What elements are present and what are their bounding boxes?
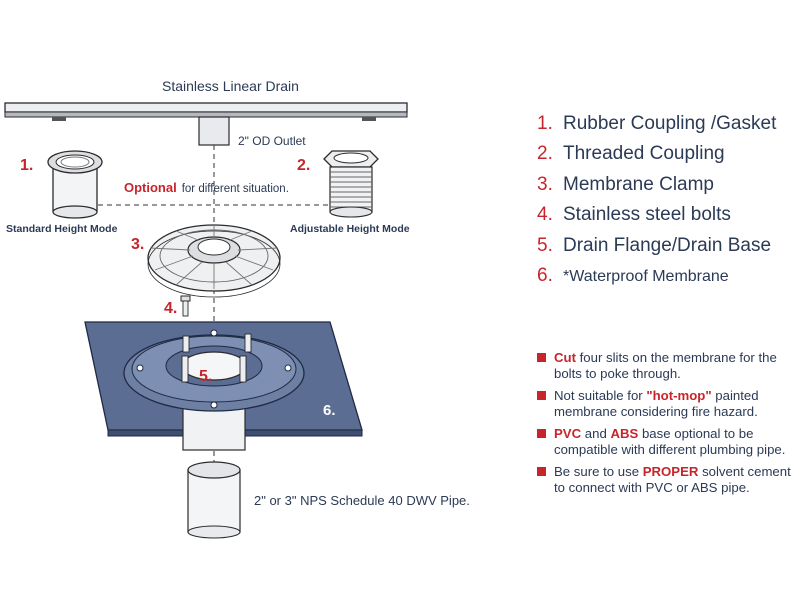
threaded-coupling (323, 150, 379, 218)
note-pvc-abs: PVC and ABS base optional to be compatib… (537, 426, 799, 458)
pipe-label: 2" or 3" NPS Schedule 40 DWV Pipe. (254, 493, 470, 508)
stainless-bolt (180, 295, 191, 317)
legend-item-3: 3.Membrane Clamp (537, 173, 714, 195)
callout-6: 6. (323, 402, 336, 419)
callout-5: 5. (199, 368, 212, 385)
outlet-label: 2" OD Outlet (238, 134, 306, 148)
standard-mode-label: Standard Height Mode (6, 223, 118, 235)
legend-item-2: 2.Threaded Coupling (537, 143, 725, 165)
legend-item-4: 4.Stainless steel bolts (537, 204, 731, 226)
parts-legend: 1.Rubber Coupling /Gasket 2.Threaded Cou… (537, 113, 797, 295)
note-hot-mop: Not suitable for "hot-mop" painted membr… (537, 388, 799, 420)
rubber-coupling (47, 150, 103, 219)
drain-flange (123, 329, 305, 451)
linear-drain (4, 102, 408, 146)
bullet-square-icon (537, 391, 546, 400)
installation-notes: Cut four slits on the membrane for the b… (537, 350, 799, 502)
legend-item-1: 1.Rubber Coupling /Gasket (537, 113, 777, 134)
callout-1: 1. (20, 157, 33, 174)
adjustable-mode-label: Adjustable Height Mode (290, 223, 410, 235)
legend-item-6: 6.*Waterproof Membrane (537, 264, 729, 286)
diagram-title: Stainless Linear Drain (162, 78, 299, 94)
bullet-square-icon (537, 467, 546, 476)
callout-3: 3. (131, 236, 144, 253)
legend-item-5: 5. Drain Flange/Drain Base (537, 234, 772, 256)
note-cut: Cut four slits on the membrane for the b… (537, 350, 799, 382)
callout-4: 4. (164, 300, 177, 317)
dwv-pipe (187, 461, 241, 539)
bullet-square-icon (537, 429, 546, 438)
note-solvent: Be sure to use PROPER solvent cement to … (537, 464, 799, 496)
membrane-clamp (147, 224, 281, 298)
callout-2: 2. (297, 157, 310, 174)
bullet-square-icon (537, 353, 546, 362)
